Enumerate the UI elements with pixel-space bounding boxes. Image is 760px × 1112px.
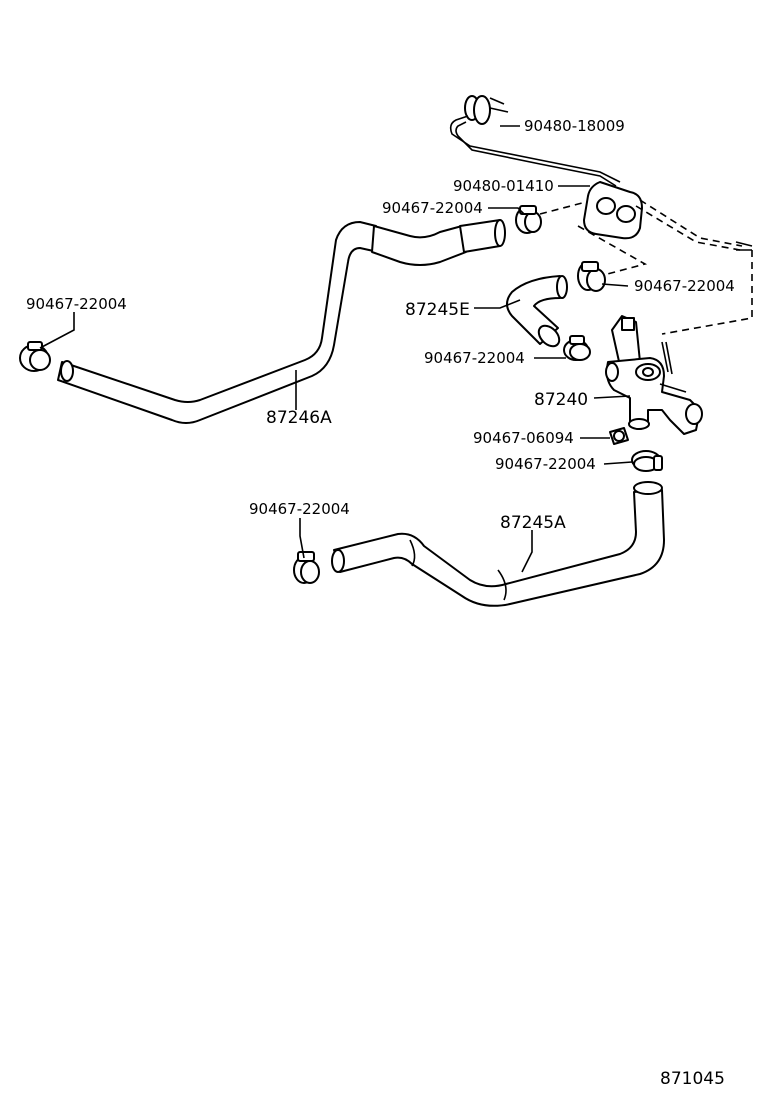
label-90480-18009[interactable]: 90480-18009 <box>524 117 625 135</box>
label-90467-22004-left[interactable]: 90467-22004 <box>26 295 127 313</box>
bolt-90467-06094[interactable] <box>609 427 629 445</box>
clamp-left[interactable] <box>19 341 51 372</box>
label-90480-01410[interactable]: 90480-01410 <box>453 177 554 195</box>
label-90467-22004-top[interactable]: 90467-22004 <box>382 199 483 217</box>
label-90467-06094[interactable]: 90467-06094 <box>473 429 574 447</box>
hose-87245A[interactable] <box>331 481 665 607</box>
leader-clamp-bottom-left <box>299 518 305 559</box>
diagram-id: 871045 <box>660 1069 725 1089</box>
label-87245A[interactable]: 87245A <box>500 513 566 533</box>
clamp-lower[interactable] <box>631 450 663 472</box>
label-90467-22004-bottom-left[interactable]: 90467-22004 <box>249 500 350 518</box>
grommet-90480-01410[interactable] <box>583 181 643 240</box>
leader-87245A <box>521 530 533 573</box>
water-valve-87240[interactable] <box>605 315 703 435</box>
label-87240[interactable]: 87240 <box>534 390 588 410</box>
leader-87240 <box>593 395 631 399</box>
clamp-bottom-left[interactable] <box>293 551 320 584</box>
dashed-leader-clamp <box>577 225 648 277</box>
hose-87245E[interactable] <box>506 275 568 350</box>
dashed-leader-grommet <box>539 201 587 215</box>
leader-clamp-top <box>488 207 525 215</box>
clamp-middle[interactable] <box>563 335 591 361</box>
clamp-right[interactable] <box>577 261 606 292</box>
leader-clamp-lower <box>603 461 633 465</box>
leader-clamp-left <box>39 312 75 349</box>
label-87246A[interactable]: 87246A <box>266 408 332 428</box>
leader-87245E <box>474 299 521 309</box>
label-90467-22004-middle[interactable]: 90467-22004 <box>424 349 525 367</box>
cable-90480-18009[interactable] <box>449 95 753 251</box>
leader-clamp-right <box>601 283 629 287</box>
label-90467-22004-lower[interactable]: 90467-22004 <box>495 455 596 473</box>
label-87245E[interactable]: 87245E <box>405 300 470 320</box>
clamp-top[interactable] <box>515 205 542 234</box>
label-90467-22004-right[interactable]: 90467-22004 <box>634 277 735 295</box>
hose-87246A[interactable] <box>57 219 506 424</box>
